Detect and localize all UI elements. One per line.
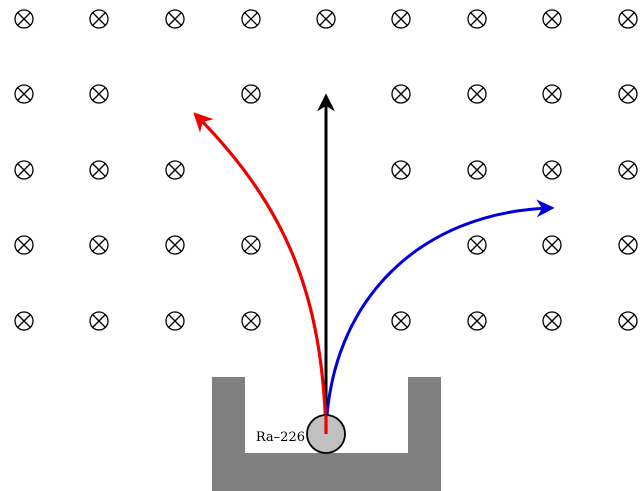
- source-label: Ra–226: [256, 430, 305, 445]
- field-into-page-icon: [542, 9, 562, 29]
- field-into-page-icon: [618, 311, 638, 331]
- field-into-page-icon: [467, 9, 487, 29]
- field-into-page-icon: [618, 160, 638, 180]
- field-into-page-icon: [89, 160, 109, 180]
- field-into-page-icon: [467, 311, 487, 331]
- field-into-page-icon: [241, 9, 261, 29]
- field-into-page-icon: [467, 160, 487, 180]
- field-into-page-icon: [241, 235, 261, 255]
- field-into-page-icon: [165, 235, 185, 255]
- field-into-page-icon: [241, 311, 261, 331]
- field-into-page-icon: [165, 311, 185, 331]
- field-into-page-icon: [467, 84, 487, 104]
- field-into-page-icon: [89, 235, 109, 255]
- field-into-page-icon: [542, 311, 562, 331]
- field-into-page-icon: [467, 235, 487, 255]
- track-left-arrow: [193, 112, 328, 433]
- field-into-page-icon: [391, 160, 411, 180]
- field-into-page-icon: [542, 84, 562, 104]
- field-into-page-icon: [618, 9, 638, 29]
- field-into-page-icon: [165, 9, 185, 29]
- field-into-page-icon: [14, 160, 34, 180]
- magnetic-field-grid: [14, 9, 638, 331]
- field-into-page-icon: [165, 160, 185, 180]
- field-into-page-icon: [14, 235, 34, 255]
- field-into-page-icon: [89, 9, 109, 29]
- field-into-page-icon: [89, 311, 109, 331]
- field-into-page-icon: [391, 9, 411, 29]
- field-into-page-icon: [618, 84, 638, 104]
- track-right-arrow: [324, 199, 555, 433]
- field-into-page-icon: [618, 235, 638, 255]
- field-into-page-icon: [391, 311, 411, 331]
- field-into-page-icon: [241, 84, 261, 104]
- field-into-page-icon: [542, 160, 562, 180]
- field-into-page-icon: [542, 235, 562, 255]
- field-into-page-icon: [14, 311, 34, 331]
- field-into-page-icon: [391, 84, 411, 104]
- lead-container: [212, 377, 441, 491]
- field-into-page-icon: [316, 9, 336, 29]
- field-into-page-icon: [89, 84, 109, 104]
- field-into-page-icon: [14, 9, 34, 29]
- field-into-page-icon: [14, 84, 34, 104]
